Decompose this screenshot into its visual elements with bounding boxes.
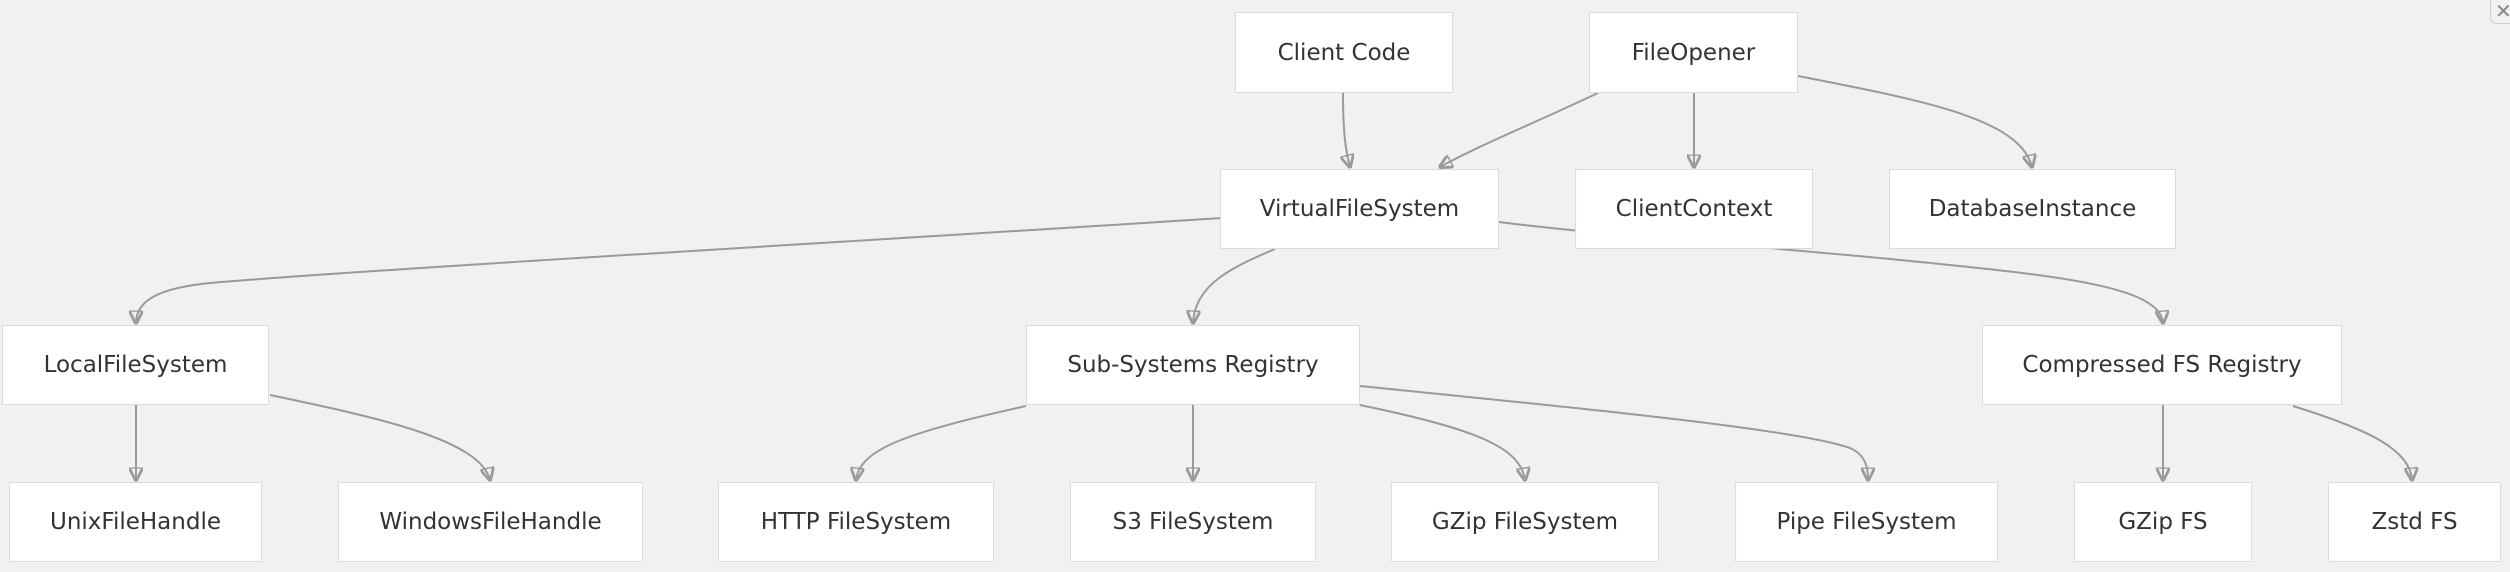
node-virtual-file-system: VirtualFileSystem	[1220, 169, 1499, 249]
edge-virtual-fs-to-local-fs	[136, 217, 1223, 323]
edge-subsystems-registry-to-pipe-fs	[1359, 385, 1868, 480]
node-zstd-fs: Zstd FS	[2328, 482, 2501, 562]
edge-subsystems-registry-to-http-fs	[856, 405, 1027, 480]
node-windows-file-handle: WindowsFileHandle	[338, 482, 643, 562]
edge-subsystems-registry-to-gzip-filesystem	[1359, 404, 1525, 480]
node-local-file-system: LocalFileSystem	[2, 325, 269, 405]
node-client-code: Client Code	[1235, 12, 1453, 93]
edge-virtual-fs-to-subsystems-registry	[1193, 248, 1276, 323]
node-s3-filesystem: S3 FileSystem	[1070, 482, 1316, 562]
edge-local-fs-to-windows-file-handle	[269, 394, 490, 480]
node-database-instance: DatabaseInstance	[1889, 169, 2176, 249]
node-file-opener: FileOpener	[1589, 12, 1798, 93]
node-compressed-fs-registry: Compressed FS Registry	[1982, 325, 2342, 405]
edge-file-opener-to-database-instance	[1797, 75, 2032, 167]
node-gzip-fs: GZip FS	[2074, 482, 2252, 562]
node-unix-file-handle: UnixFileHandle	[9, 482, 262, 562]
edge-file-opener-to-virtual-fs	[1440, 92, 1599, 167]
edge-compressed-fs-registry-to-zstd-fs	[2292, 405, 2412, 480]
node-gzip-filesystem: GZip FileSystem	[1391, 482, 1659, 562]
node-subsystems-registry: Sub-Systems Registry	[1026, 325, 1360, 405]
close-icon[interactable]: ✕	[2490, 0, 2510, 24]
node-http-filesystem: HTTP FileSystem	[718, 482, 994, 562]
edge-client-code-to-virtual-fs	[1343, 92, 1350, 167]
node-client-context: ClientContext	[1575, 169, 1813, 249]
node-pipe-filesystem: Pipe FileSystem	[1735, 482, 1998, 562]
